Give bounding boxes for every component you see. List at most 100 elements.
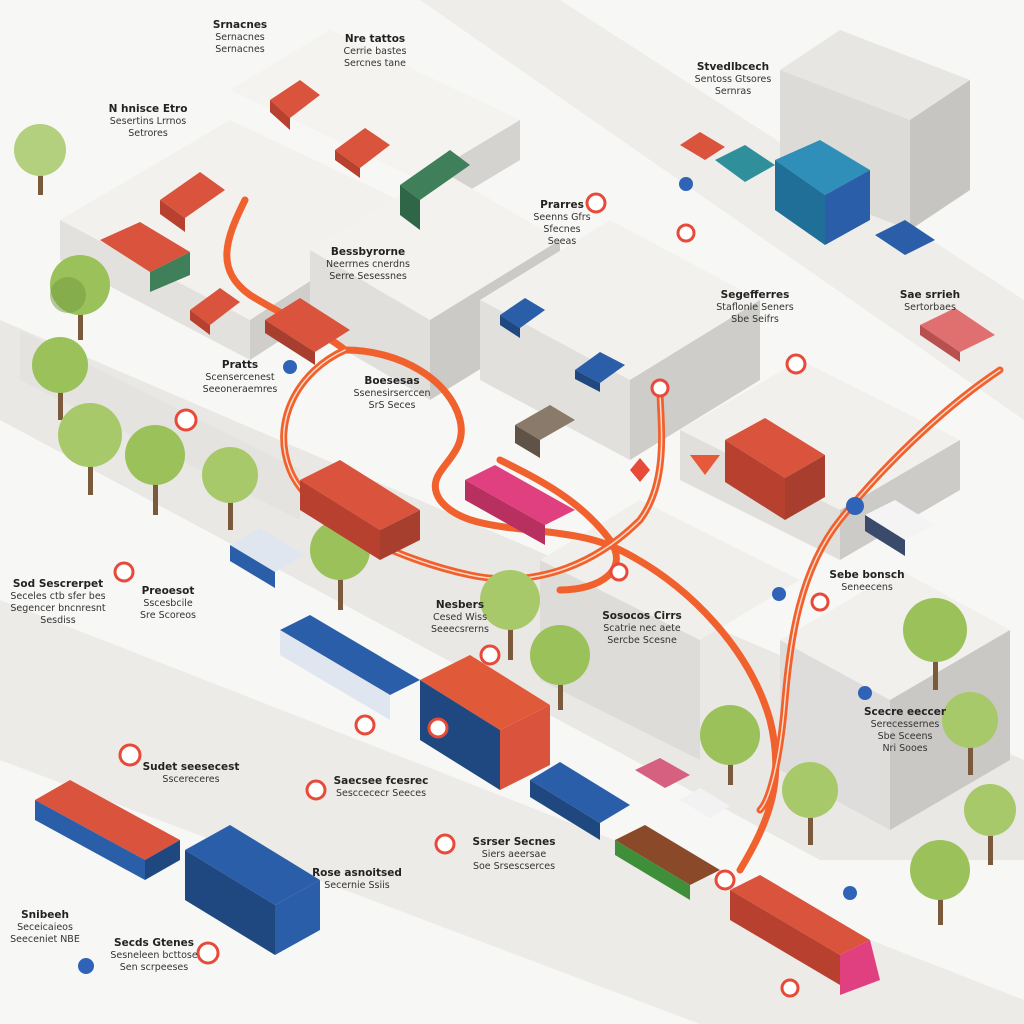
route-line [282, 349, 663, 580]
map-label-line: N hnisce Etro [109, 103, 188, 115]
map-label-line: Sen scrpeeses [120, 962, 189, 973]
map-label-line: Secds Gtenes [114, 937, 194, 949]
car-red [270, 80, 320, 130]
info-marker-icon [858, 686, 872, 700]
info-marker-icon [679, 177, 693, 191]
building-tower-top [780, 30, 970, 120]
tree [202, 447, 258, 530]
map-label-line: Seeceniet NBE [10, 934, 80, 945]
map-label-line: Rose asnoitsed [312, 867, 402, 879]
car-blue [500, 298, 545, 338]
car-red-right [920, 308, 995, 362]
truck-red-container [725, 418, 825, 520]
map-label-line: Bessbyrorne [331, 246, 405, 258]
truck-blue-red [530, 762, 630, 840]
tree [14, 124, 66, 195]
route-marker-icon [305, 779, 327, 801]
building-block-side [480, 300, 630, 460]
truck-red [265, 298, 350, 365]
tree [782, 762, 838, 845]
info-marker-icon [78, 958, 94, 974]
map-label-line: Seenns Gfrs [533, 212, 590, 223]
map-label-line: Cerrie bastes [344, 46, 407, 57]
truck-blue-long [280, 615, 420, 720]
route-marker-icon [609, 562, 629, 582]
tree [125, 425, 185, 515]
car-white [865, 500, 935, 556]
map-label-line: Scecre eeccer [864, 706, 947, 718]
tree [50, 255, 110, 340]
map-label-line: Sae srrieh [900, 289, 960, 301]
tree [942, 692, 998, 775]
map-label-line: Nesbers [436, 599, 484, 611]
truck-teal [715, 145, 775, 182]
route-marker-icon [196, 941, 220, 965]
warning-sign-icon [630, 458, 650, 482]
truck-red-bottom [35, 780, 180, 880]
map-label-line: Serre Sesessnes [329, 271, 407, 282]
route-marker-icon [427, 717, 449, 739]
car-red [190, 288, 240, 335]
map-label-line: Sernras [715, 86, 751, 97]
map-label-line: Sebe bonsch [829, 569, 904, 581]
truck-red-green [100, 222, 190, 292]
route-marker-icon [113, 561, 135, 583]
map-label-line: Seceicaieos [17, 922, 73, 933]
route-marker-icon [810, 592, 830, 612]
route-marker-icon [676, 223, 696, 243]
tree [480, 570, 540, 660]
map-label-line: Sercbe Scesne [607, 635, 677, 646]
truck-pink [465, 465, 575, 545]
map-label-line: Scensercenest [205, 372, 274, 383]
map-label-line: Sercnes tane [344, 58, 406, 69]
map-label-line: Seeecsrerns [431, 624, 489, 635]
map-label-line: Sscesbcile [143, 598, 193, 609]
tree [58, 403, 122, 495]
trees [14, 124, 1016, 925]
map-label-line: Siers aeersae [482, 849, 547, 860]
truck-green [400, 150, 470, 230]
route-marker-icon [479, 644, 501, 666]
tree [964, 784, 1016, 865]
tree [32, 337, 88, 420]
map-label-line: Srnacnes [213, 19, 267, 31]
map-label-line: Neerrnes cnerdns [326, 259, 410, 270]
map-label-line: Secernie Ssiis [324, 880, 389, 891]
map-label-line: Pratts [222, 359, 258, 371]
map-label-line: Seeoneraemres [203, 384, 278, 395]
map-label-line: Sscereceres [162, 774, 219, 785]
route-marker-icon [785, 353, 807, 375]
route-marker-icon [434, 833, 456, 855]
map-label-line: SrS Seces [369, 400, 416, 411]
map-label-line: Sre Scoreos [140, 610, 196, 621]
map-label-line: Soe Srsescserces [473, 861, 555, 872]
map-label-line: Seneecens [841, 582, 893, 593]
delivery-routes-highlight [282, 349, 1001, 811]
tree [530, 625, 590, 710]
building-block-top [680, 360, 960, 510]
map-label-line: Sesdiss [40, 615, 75, 626]
map-label-line: Stvedlbcech [697, 61, 769, 73]
map-label-line: Sod Sescrerpet [13, 578, 103, 590]
markers [78, 177, 872, 998]
info-marker-icon [772, 587, 786, 601]
map-label-line: Seceles ctb sfer bes [10, 591, 105, 602]
car-blue [575, 352, 625, 392]
map-label-line: Saecsee fcesrec [334, 775, 429, 787]
map-label-line: Sernacnes [215, 44, 265, 55]
